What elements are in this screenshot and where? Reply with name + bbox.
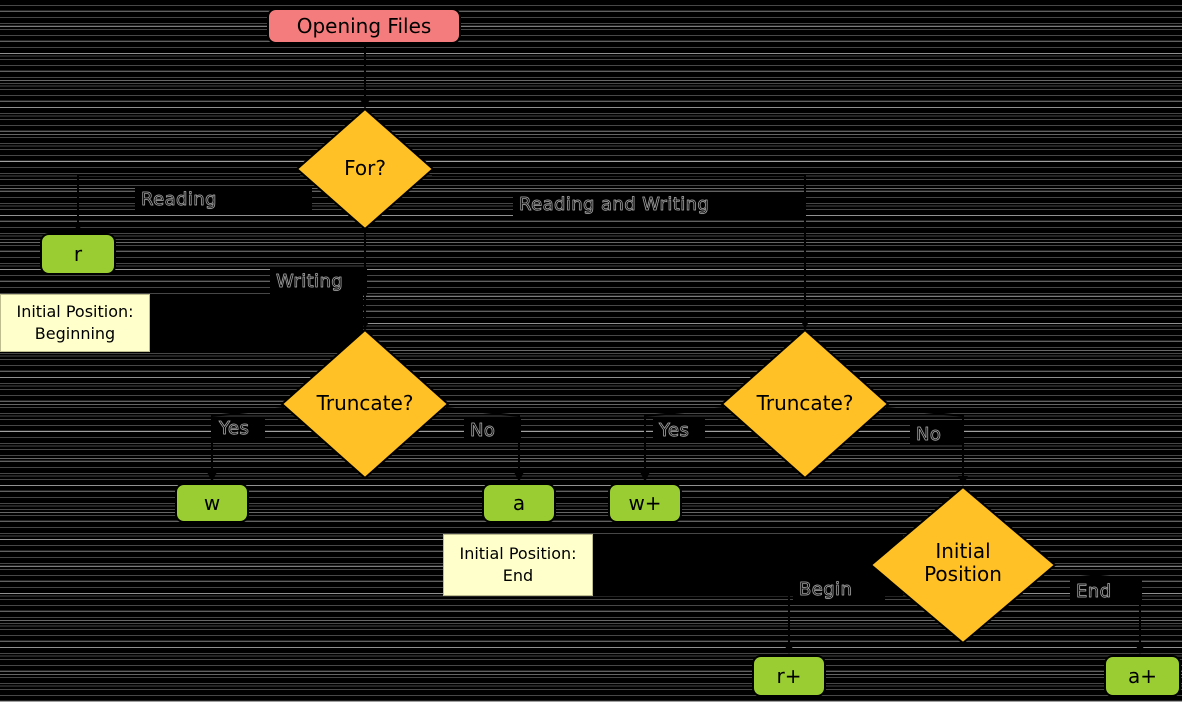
edge-truncate-right-yes xyxy=(644,407,725,474)
edge-label-truncate-right-yes: Yes xyxy=(653,419,705,441)
note-initial-position-beginning: Initial Position: Beginning xyxy=(0,294,150,352)
initial-position-label-line2: Position xyxy=(924,562,1002,586)
edge-label-begin: Begin xyxy=(793,577,885,601)
edge-begin xyxy=(788,570,878,646)
mode-node-r-plus: r+ xyxy=(752,655,826,697)
initial-position-diamond xyxy=(869,485,1057,645)
edge-label-writing: Writing xyxy=(270,269,367,294)
edge-truncate-left-no xyxy=(445,407,520,474)
note-beginning-strip xyxy=(148,294,363,352)
edge-label-truncate-left-no: No xyxy=(464,419,521,441)
mode-node-a-plus: a+ xyxy=(1104,655,1181,697)
mode-node-w-plus: w+ xyxy=(608,483,682,523)
note-end-line1: Initial Position: xyxy=(459,544,577,564)
initial-position-label-line1: Initial xyxy=(935,539,991,563)
for-diamond xyxy=(295,107,435,231)
mode-node-a: a xyxy=(482,483,556,523)
mode-node-w: w xyxy=(175,483,249,523)
mode-node-r: r xyxy=(40,233,116,275)
note-beginning-line1: Initial Position: xyxy=(16,302,134,322)
edge-reading xyxy=(77,174,300,224)
edge-label-truncate-right-no: No xyxy=(910,423,962,445)
edge-label-truncate-left-yes: Yes xyxy=(213,417,265,439)
edge-truncate-right-no xyxy=(885,407,964,478)
truncate-left-label: Truncate? xyxy=(316,391,414,415)
note-initial-position-end: Initial Position: End xyxy=(443,534,593,596)
truncate-right-label: Truncate? xyxy=(756,391,854,415)
edge-label-end: End xyxy=(1070,579,1142,603)
truncate-right-diamond xyxy=(720,328,890,480)
edge-label-reading-and-writing: Reading and Writing xyxy=(513,192,805,217)
truncate-left-diamond xyxy=(280,328,450,480)
note-beginning-line2: Beginning xyxy=(34,324,116,343)
note-end-line2: End xyxy=(502,566,534,585)
edge-truncate-left-yes xyxy=(211,407,285,474)
edge-reading-and-writing xyxy=(432,174,806,320)
edge-label-reading: Reading xyxy=(135,187,312,212)
arrowheads xyxy=(73,99,1145,654)
initial-position-label: Initial Position xyxy=(903,540,1023,586)
start-node-opening-files: Opening Files xyxy=(267,8,461,44)
for-diamond-label: For? xyxy=(344,156,386,180)
